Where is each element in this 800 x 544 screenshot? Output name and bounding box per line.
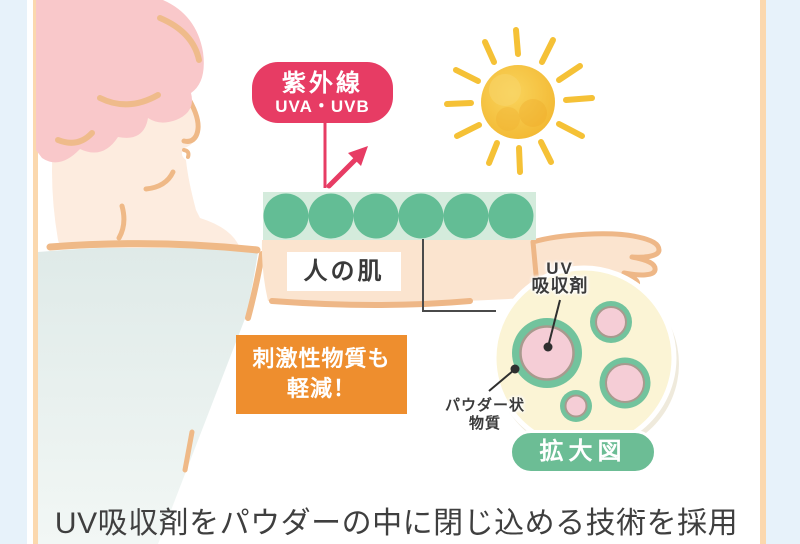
- uv-reflect-arrow: [323, 122, 368, 189]
- sleeve-outline: [245, 251, 265, 321]
- callout-dot-powder: [510, 364, 520, 374]
- magnified-view: [488, 265, 679, 454]
- callout-dot-uv-absorber: [543, 342, 553, 352]
- irritant-reduction-box: 刺激性物質も 軽減！: [236, 335, 407, 414]
- uv-rays-title: 紫外線: [282, 70, 363, 97]
- mouth-outline: [182, 148, 191, 159]
- powder-particle: [443, 193, 489, 239]
- powder-particle: [308, 193, 354, 239]
- uv-absorber-line1: UV: [546, 259, 574, 278]
- chin-outline: [143, 169, 176, 192]
- card-border-left: [33, 0, 38, 544]
- arm-bottom-outline: [269, 298, 473, 308]
- hair-stroke-1: [157, 15, 202, 63]
- person-profile-illustration: [36, 0, 265, 544]
- hair-stroke-3: [55, 130, 95, 146]
- skin-label: 人の肌: [287, 252, 401, 291]
- magnified-view-badge: 拡大図: [509, 430, 657, 474]
- irritant-line2: 軽減！: [286, 376, 356, 401]
- powder-layer: [263, 192, 536, 240]
- shirt-edge-outline: [182, 429, 195, 473]
- powder-substance-label: パウダー状 物質: [424, 397, 546, 433]
- uv-rays-subtitle: UVA・UVB: [275, 97, 370, 116]
- sun-icon: [444, 27, 595, 175]
- powder-particle: [353, 193, 399, 239]
- nose-outline: [181, 93, 201, 144]
- magnify-connector-line: [422, 239, 496, 312]
- hair-stroke-2: [97, 92, 161, 108]
- uv-rays-label: 紫外線 UVA・UVB: [252, 62, 393, 123]
- powder-particle: [263, 193, 309, 239]
- shirt: [38, 246, 258, 544]
- encapsulated-particles: [512, 301, 651, 422]
- uv-absorber-label: UV 吸収剤: [508, 260, 612, 296]
- irritant-line1: 刺激性物質も: [252, 346, 391, 371]
- powder-particle: [488, 193, 534, 239]
- caption-text: UV吸収剤をパウダーの中に閉じ込める技術を採用: [54, 507, 739, 540]
- card-border-right: [760, 0, 766, 544]
- powder-line2: 物質: [468, 415, 501, 432]
- neck-outline: [116, 203, 127, 241]
- uv-absorber-line2: 吸収剤: [531, 276, 589, 296]
- powder-particle: [398, 193, 444, 239]
- shoulder-outline: [46, 240, 261, 254]
- powder-line1: パウダー状: [444, 397, 525, 414]
- hair: [36, 0, 204, 163]
- callout-pointers: [488, 299, 561, 392]
